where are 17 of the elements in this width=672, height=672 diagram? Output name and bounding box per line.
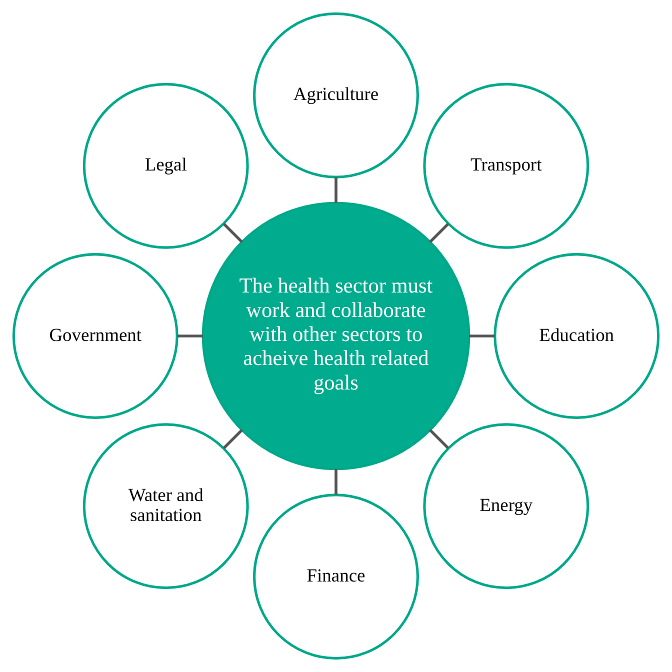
connector [334,468,338,495]
node-circle: Government [12,253,178,419]
node-circle: Agriculture [253,12,419,178]
connector [222,429,243,450]
node-circle: Energy [423,423,590,590]
connector [222,222,243,243]
connector [468,334,495,338]
connector [429,222,450,243]
node-circle: Finance [253,494,419,660]
connector [334,177,338,204]
connector [429,429,450,450]
connector [177,334,204,338]
node-circle: Water and sanitation [82,423,249,590]
node-circle: The health sector must work and collaborate with other sectors to acheive health related goals [202,202,470,470]
node-circle: Transport [423,82,590,249]
node-circle: Legal [82,82,249,249]
node-circle: Education [494,253,660,419]
